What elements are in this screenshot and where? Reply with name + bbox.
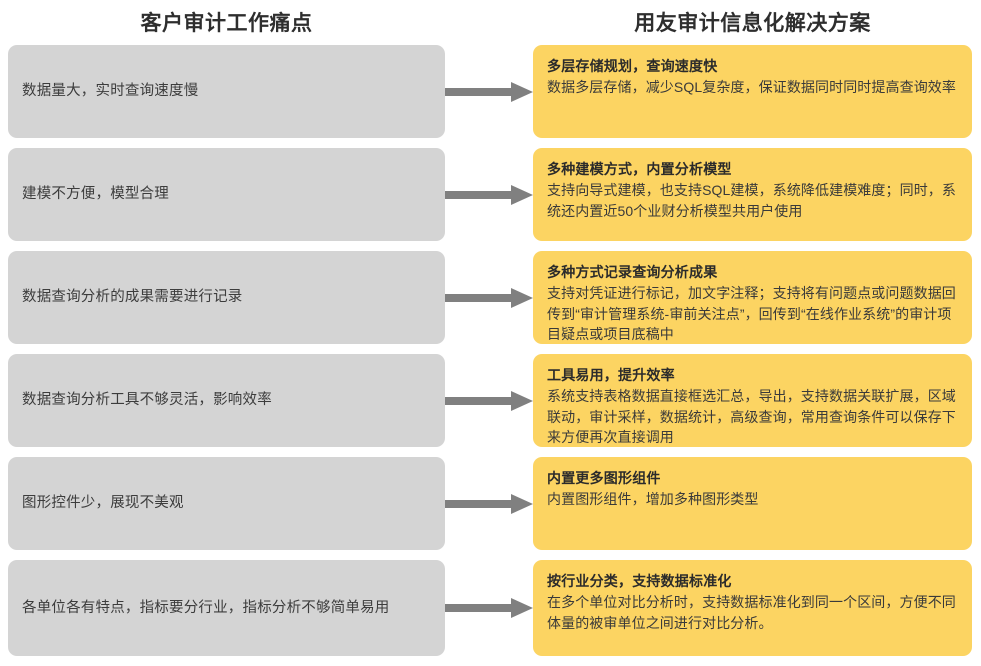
solution-card[interactable]: 工具易用，提升效率系统支持表格数据直接框选汇总，导出，支持数据关联扩展，区域联动… <box>533 354 972 447</box>
solution-title: 内置更多图形组件 <box>547 470 661 486</box>
pain-point-box[interactable]: 数据量大，实时查询速度慢 <box>8 45 445 138</box>
solution-card[interactable]: 多层存储规划，查询速度快数据多层存储，减少SQL复杂度，保证数据同时同时提高查询… <box>533 45 972 138</box>
comparison-row: 数据量大，实时查询速度慢 多层存储规划，查询速度快数据多层存储，减少SQL复杂度，… <box>0 45 981 138</box>
pain-point-box[interactable]: 数据查询分析工具不够灵活，影响效率 <box>8 354 445 447</box>
solution-body: 支持向导式建模，也支持SQL建模，系统降低建模难度；同时，系统还内置近50个业财… <box>547 182 957 219</box>
arrow-right-icon <box>445 184 533 205</box>
pain-point-text: 数据查询分析的成果需要进行记录 <box>22 289 243 306</box>
arrow-right-icon <box>445 287 533 308</box>
right-column-title: 用友审计信息化解决方案 <box>634 12 871 35</box>
pain-point-box[interactable]: 建模不方便，模型合理 <box>8 148 445 241</box>
arrow-right-icon <box>445 81 533 102</box>
solution-body: 内置图形组件，增加多种图形类型 <box>547 491 759 508</box>
solution-title: 多种建模方式，内置分析模型 <box>547 161 732 177</box>
solution-body: 在多个单位对比分析时，支持数据标准化到同一个区间，方便不同体量的被审单位之间进行… <box>547 594 956 631</box>
solution-card[interactable]: 多种建模方式，内置分析模型支持向导式建模，也支持SQL建模，系统降低建模难度；同… <box>533 148 972 241</box>
arrow-right-icon <box>445 493 533 514</box>
solution-card[interactable]: 内置更多图形组件内置图形组件，增加多种图形类型 <box>533 457 972 550</box>
solution-title: 多种方式记录查询分析成果 <box>547 264 718 280</box>
solution-body: 系统支持表格数据直接框选汇总，导出，支持数据关联扩展，区域联动，审计采样，数据统… <box>547 388 956 446</box>
pain-point-box[interactable]: 各单位各有特点，指标要分行业，指标分析不够简单易用 <box>8 560 445 656</box>
solution-card[interactable]: 多种方式记录查询分析成果支持对凭证进行标记，加文字注释；支持将有问题点或问题数据… <box>533 251 972 344</box>
comparison-row: 数据查询分析工具不够灵活，影响效率 工具易用，提升效率系统支持表格数据直接框选汇总… <box>0 354 981 447</box>
pain-point-text: 各单位各有特点，指标要分行业，指标分析不够简单易用 <box>22 599 390 616</box>
comparison-row: 建模不方便，模型合理 多种建模方式，内置分析模型支持向导式建模，也支持SQL建模，… <box>0 148 981 241</box>
comparison-row: 数据查询分析的成果需要进行记录 多种方式记录查询分析成果支持对凭证进行标记，加文字… <box>0 251 981 344</box>
pain-point-text: 数据量大，实时查询速度慢 <box>22 83 199 100</box>
solution-body: 数据多层存储，减少SQL复杂度，保证数据同时同时提高查询效率 <box>547 79 957 96</box>
column-headers: 客户审计工作痛点 用友审计信息化解决方案 <box>0 0 981 40</box>
pain-point-text: 图形控件少，展现不美观 <box>22 495 184 512</box>
comparison-row: 各单位各有特点，指标要分行业，指标分析不够简单易用 按行业分类，支持数据标准化在多… <box>0 560 981 656</box>
solution-title: 工具易用，提升效率 <box>547 367 675 383</box>
pain-point-text: 数据查询分析工具不够灵活，影响效率 <box>22 392 272 409</box>
pain-point-box[interactable]: 数据查询分析的成果需要进行记录 <box>8 251 445 344</box>
arrow-right-icon <box>445 390 533 411</box>
pain-point-box[interactable]: 图形控件少，展现不美观 <box>8 457 445 550</box>
comparison-row: 图形控件少，展现不美观 内置更多图形组件内置图形组件，增加多种图形类型 <box>0 457 981 550</box>
solution-title: 按行业分类，支持数据标准化 <box>547 573 732 589</box>
pain-point-text: 建模不方便，模型合理 <box>22 186 169 203</box>
left-column-title: 客户审计工作痛点 <box>140 12 313 35</box>
solution-title: 多层存储规划，查询速度快 <box>547 58 718 74</box>
arrow-right-icon <box>445 598 533 618</box>
solution-card[interactable]: 按行业分类，支持数据标准化在多个单位对比分析时，支持数据标准化到同一个区间，方便… <box>533 560 972 656</box>
solution-body: 支持对凭证进行标记，加文字注释；支持将有问题点或问题数据回传到“审计管理系统-审… <box>547 285 956 343</box>
